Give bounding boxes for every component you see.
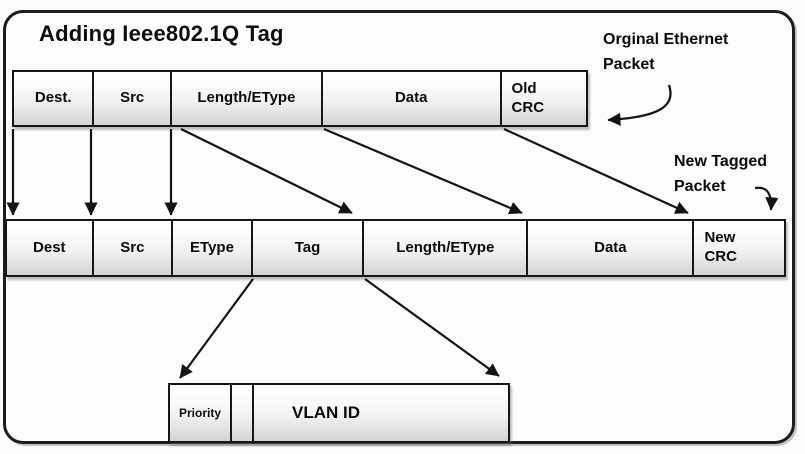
tagged-field-data: Data bbox=[528, 221, 695, 275]
original-field-old-crc: Old CRC bbox=[501, 72, 586, 125]
tagged-field-tag: Tag bbox=[252, 221, 365, 275]
original-packet-label: Orginal Ethernet Packet bbox=[603, 31, 729, 73]
tag-field-priority: Priority bbox=[170, 385, 232, 441]
tagged-field-length-etype: Length/EType bbox=[364, 221, 529, 275]
original-field-src: Src bbox=[94, 72, 172, 125]
new-tagged-packet-label: New Tagged Packet bbox=[674, 153, 768, 195]
tagged-field-etype: EType bbox=[173, 221, 253, 275]
tagged-field-src: Src bbox=[93, 221, 174, 275]
tag-field-vlan-id: VLAN ID bbox=[254, 385, 508, 441]
tagged-field-new-crc: New CRC bbox=[694, 221, 784, 275]
original-field-dest: Dest. bbox=[14, 72, 95, 125]
tag-detail-row: Priority VLAN ID bbox=[168, 383, 510, 443]
diagram-title: Adding Ieee802.1Q Tag bbox=[39, 21, 284, 46]
original-packet-row: Dest. Src Length/EType Data Old CRC bbox=[12, 70, 588, 127]
original-field-length-etype: Length/EType bbox=[171, 72, 323, 125]
original-field-data: Data bbox=[322, 72, 502, 125]
tagged-packet-row: Dest Src EType Tag Length/EType Data New… bbox=[5, 219, 786, 277]
tag-field-cfi bbox=[232, 385, 254, 441]
tagged-field-dest: Dest bbox=[7, 221, 94, 275]
